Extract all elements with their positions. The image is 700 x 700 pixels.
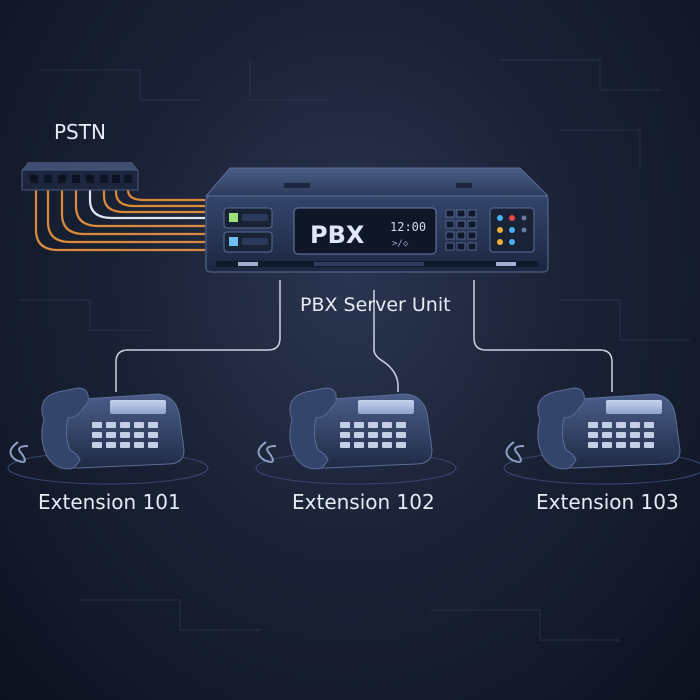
desk-phone-icon [7, 387, 209, 485]
display-status-text: >/◇ [392, 239, 409, 249]
display-clock-text: 12:00 [390, 220, 426, 234]
server-keypad [445, 209, 477, 251]
extension-102-label: Extension 102 [292, 490, 435, 514]
pstn-label: PSTN [54, 120, 106, 144]
desk-phone-icon [503, 387, 700, 485]
server-status-leds [489, 207, 535, 253]
display-pbx-text: PBX [310, 221, 365, 249]
pbx-server-icon: PBX 12:00 >/◇ [204, 167, 550, 273]
pstn-cables [34, 185, 205, 252]
extension-103-label: Extension 103 [536, 490, 679, 514]
extension-101-label: Extension 101 [38, 490, 181, 514]
circuit-texture [20, 59, 690, 641]
server-label: PBX Server Unit [300, 294, 451, 316]
link-ext-101 [115, 280, 281, 392]
extension-links [115, 280, 613, 392]
link-ext-102 [373, 290, 399, 392]
link-ext-103 [473, 280, 613, 392]
pstn-patch-panel-icon [21, 162, 139, 191]
desk-phone-icon [255, 387, 457, 485]
